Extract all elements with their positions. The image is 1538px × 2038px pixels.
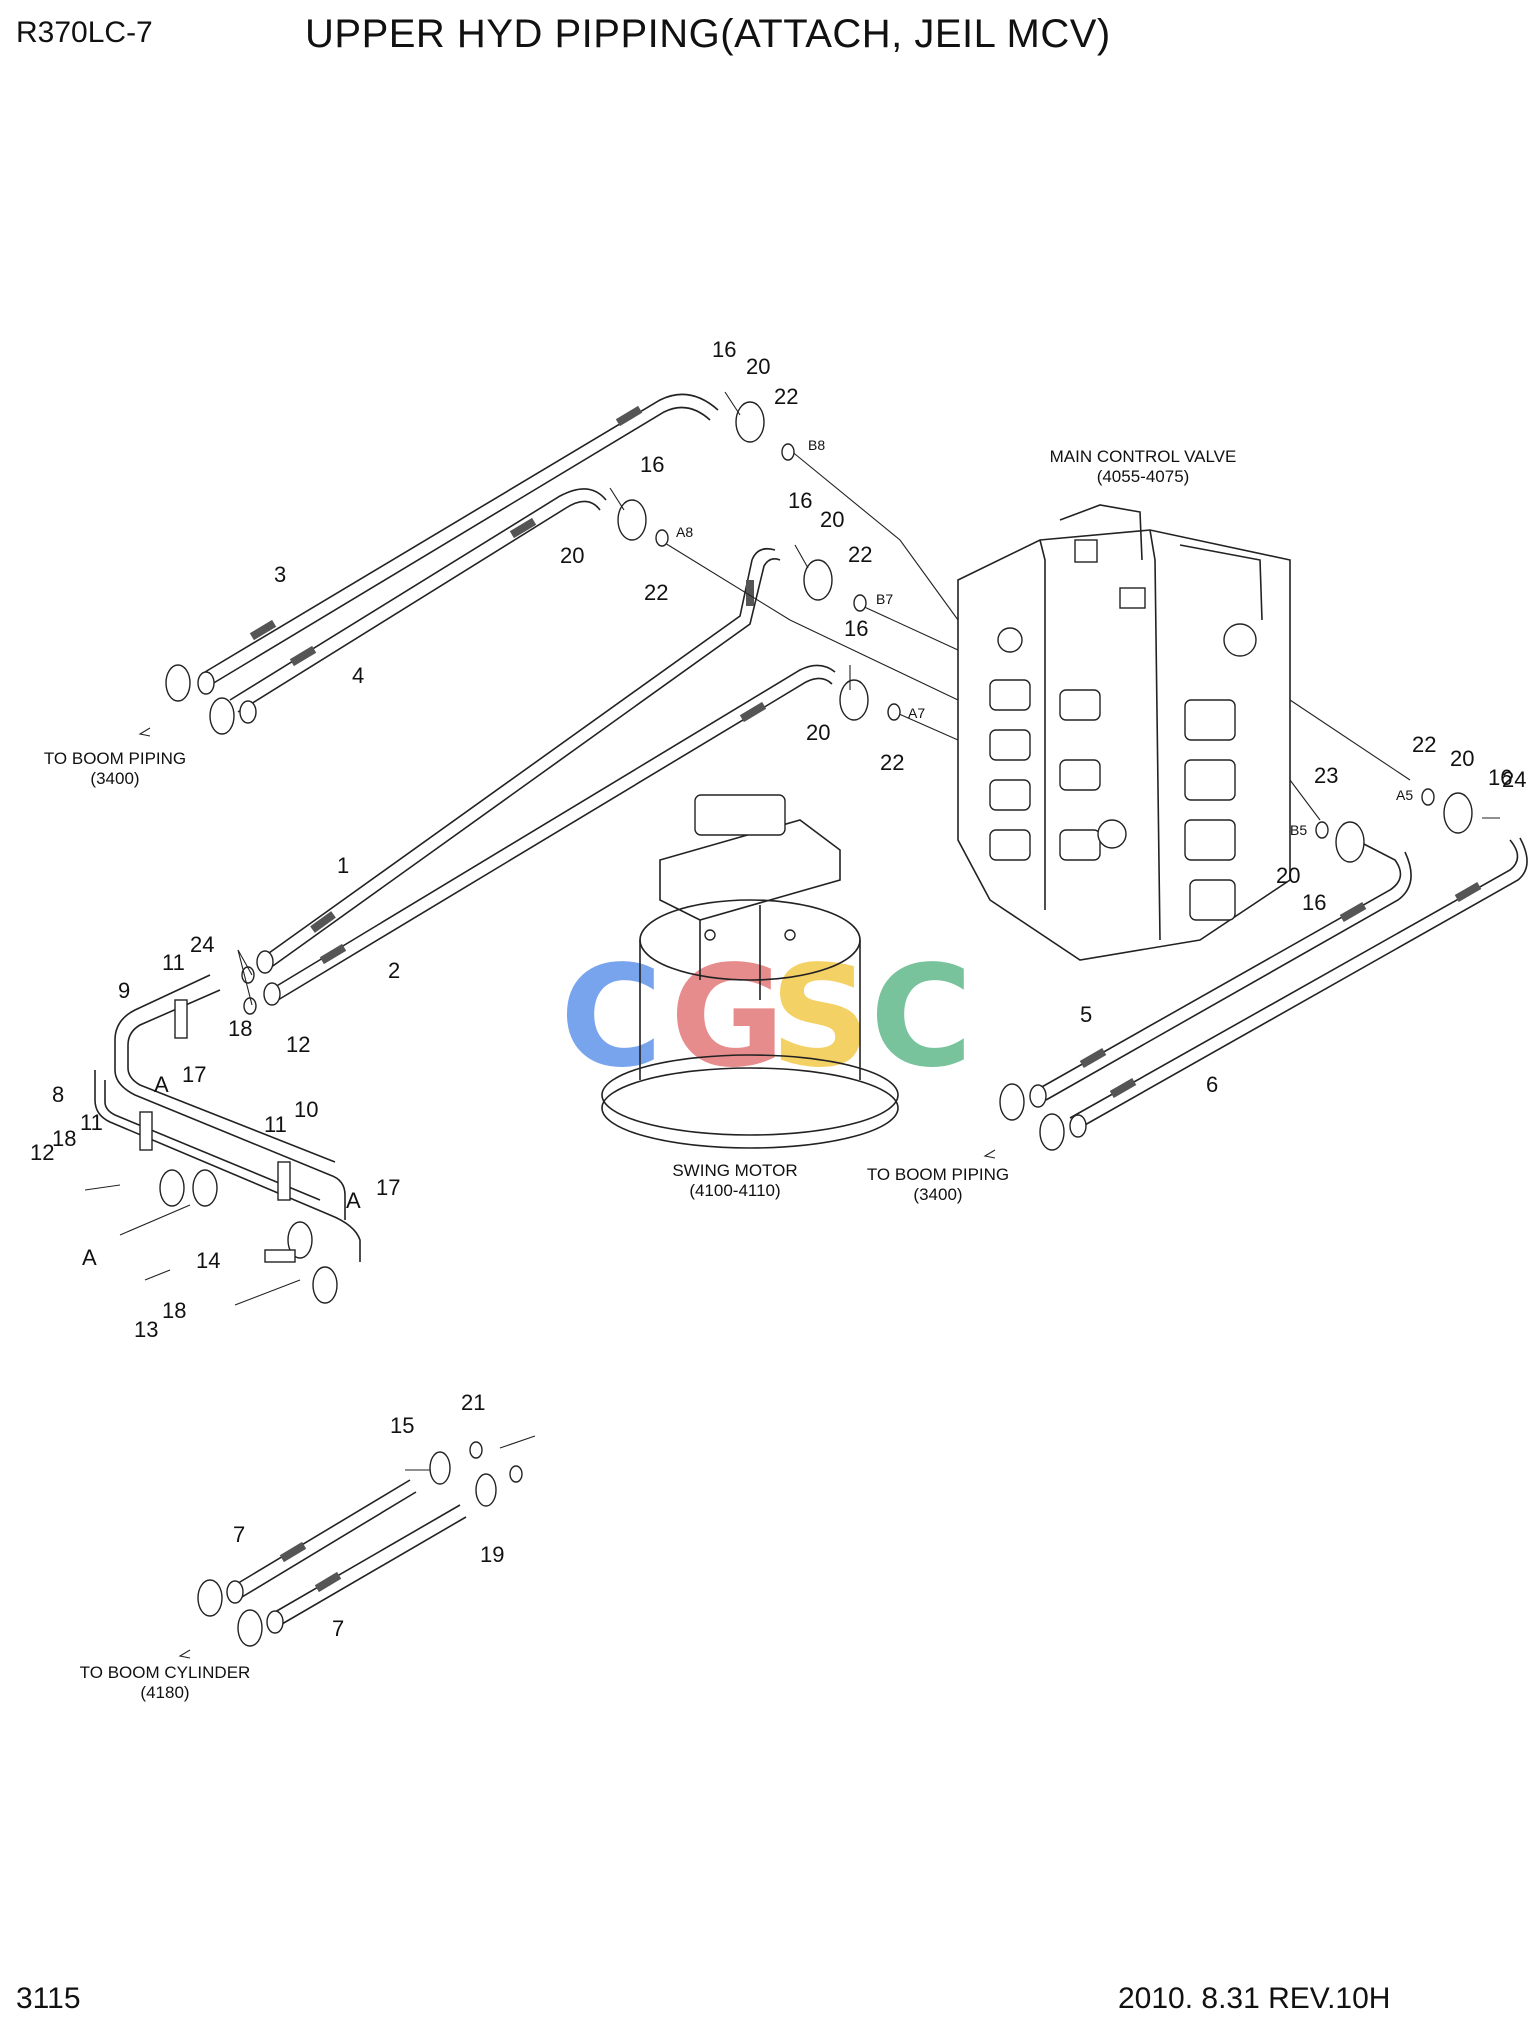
right-flanges <box>983 1083 1087 1159</box>
mcv-caption: MAIN CONTROL VALVE <box>1050 447 1237 466</box>
callout: 11 <box>162 950 185 975</box>
callout: 9 <box>118 978 130 1003</box>
swing-motor-ref: (4100-4110) <box>689 1181 780 1200</box>
callout: 1 <box>337 853 349 878</box>
callouts: 16 20 22 16 20 22 16 20 22 16 20 22 1 2 … <box>30 337 1526 1641</box>
page-number: 3115 <box>16 1982 81 2015</box>
callout: 10 <box>294 1097 318 1122</box>
callout: 20 <box>1276 863 1300 888</box>
mcv-ref: (4055-4075) <box>1097 467 1190 486</box>
callout: 20 <box>820 507 844 532</box>
callout: 22 <box>1412 732 1436 757</box>
callout: 20 <box>746 354 770 379</box>
callout: 20 <box>806 720 830 745</box>
model-number: R370LC-7 <box>16 16 153 49</box>
leader-lines <box>119 449 1411 1449</box>
callout: 2 <box>388 958 400 983</box>
callout: 3 <box>274 562 286 587</box>
watermark-letter-3: S <box>770 936 871 1099</box>
callout: 17 <box>376 1175 400 1200</box>
callout: 22 <box>774 384 798 409</box>
hose-4 <box>229 488 607 713</box>
boom-piping-right-ref: (3400) <box>913 1185 962 1204</box>
port-label: B7 <box>876 591 893 607</box>
callout: 21 <box>461 1390 485 1415</box>
left-flanges <box>138 664 257 737</box>
callout: 8 <box>52 1082 64 1107</box>
callout: 20 <box>1450 746 1474 771</box>
hose-5 <box>1039 841 1412 1101</box>
hose-fittings-1-2 <box>241 950 281 1015</box>
hose-3 <box>204 393 719 685</box>
callout: 16 <box>1488 765 1512 790</box>
callout: A <box>154 1072 169 1097</box>
watermark-letter-1: C <box>560 936 663 1099</box>
callout: 23 <box>1314 763 1338 788</box>
revision-date: 2010. 8.31 REV.10H <box>1118 1982 1391 2015</box>
callout: A <box>346 1188 361 1213</box>
callout: 11 <box>264 1112 287 1137</box>
hose-6 <box>1069 837 1528 1131</box>
callout: 16 <box>788 488 812 513</box>
callout: 13 <box>134 1317 158 1342</box>
callout: 12 <box>30 1140 54 1165</box>
hose-2 <box>269 664 836 1001</box>
hose-7-upper <box>234 1479 417 1598</box>
callout: 6 <box>1206 1072 1218 1097</box>
boom-piping-left-caption: TO BOOM PIPING <box>44 749 186 768</box>
port-label: A5 <box>1396 787 1413 803</box>
boom-piping-left-ref: (3400) <box>90 769 139 788</box>
callout: 24 <box>190 932 214 957</box>
callout: 14 <box>196 1248 220 1273</box>
hose-7-lower <box>274 1504 467 1625</box>
lower-flanges <box>178 1451 497 1659</box>
port-label: A7 <box>908 705 925 721</box>
port-label: B5 <box>1290 822 1307 838</box>
page-title: UPPER HYD PIPPING(ATTACH, JEIL MCV) <box>305 12 1111 56</box>
boom-cylinder-caption: TO BOOM CYLINDER <box>80 1663 251 1682</box>
small-hardware <box>84 391 1500 1483</box>
mcv-spool-caps <box>989 623 1257 921</box>
boom-piping-right-caption: TO BOOM PIPING <box>867 1165 1009 1184</box>
callout: 22 <box>880 750 904 775</box>
callout: 12 <box>286 1032 310 1057</box>
watermark-letter-2: G <box>670 936 785 1099</box>
callout: 22 <box>644 580 668 605</box>
callout: 18 <box>162 1298 186 1323</box>
swing-motor-caption: SWING MOTOR <box>672 1161 797 1180</box>
callout: 16 <box>1302 890 1326 915</box>
watermark: C G S C <box>560 936 973 1099</box>
main-control-valve <box>957 504 1291 961</box>
hose-1 <box>261 547 781 969</box>
callout: 22 <box>848 542 872 567</box>
callout: 5 <box>1080 1002 1092 1027</box>
callout: 17 <box>182 1062 206 1087</box>
callout: 7 <box>332 1616 344 1641</box>
swing-motor <box>601 794 899 1149</box>
callout: 16 <box>712 337 736 362</box>
callout: 18 <box>228 1016 252 1041</box>
callout: 16 <box>844 616 868 641</box>
port-label: B8 <box>808 437 825 453</box>
tube-assembly-8-9 <box>94 974 361 1304</box>
watermark-letter-4: C <box>870 936 973 1099</box>
callout: 20 <box>560 543 584 568</box>
callout: A <box>82 1245 97 1270</box>
callout: 18 <box>52 1126 76 1151</box>
port-label: A8 <box>676 524 693 540</box>
callout: 4 <box>352 663 364 688</box>
callout: 15 <box>390 1413 414 1438</box>
callout: 24 <box>1502 767 1526 792</box>
callout: 11 <box>80 1110 103 1135</box>
boom-cylinder-ref: (4180) <box>140 1683 189 1702</box>
callout: 16 <box>640 452 664 477</box>
callout: 7 <box>233 1522 245 1547</box>
callout: 19 <box>480 1542 504 1567</box>
